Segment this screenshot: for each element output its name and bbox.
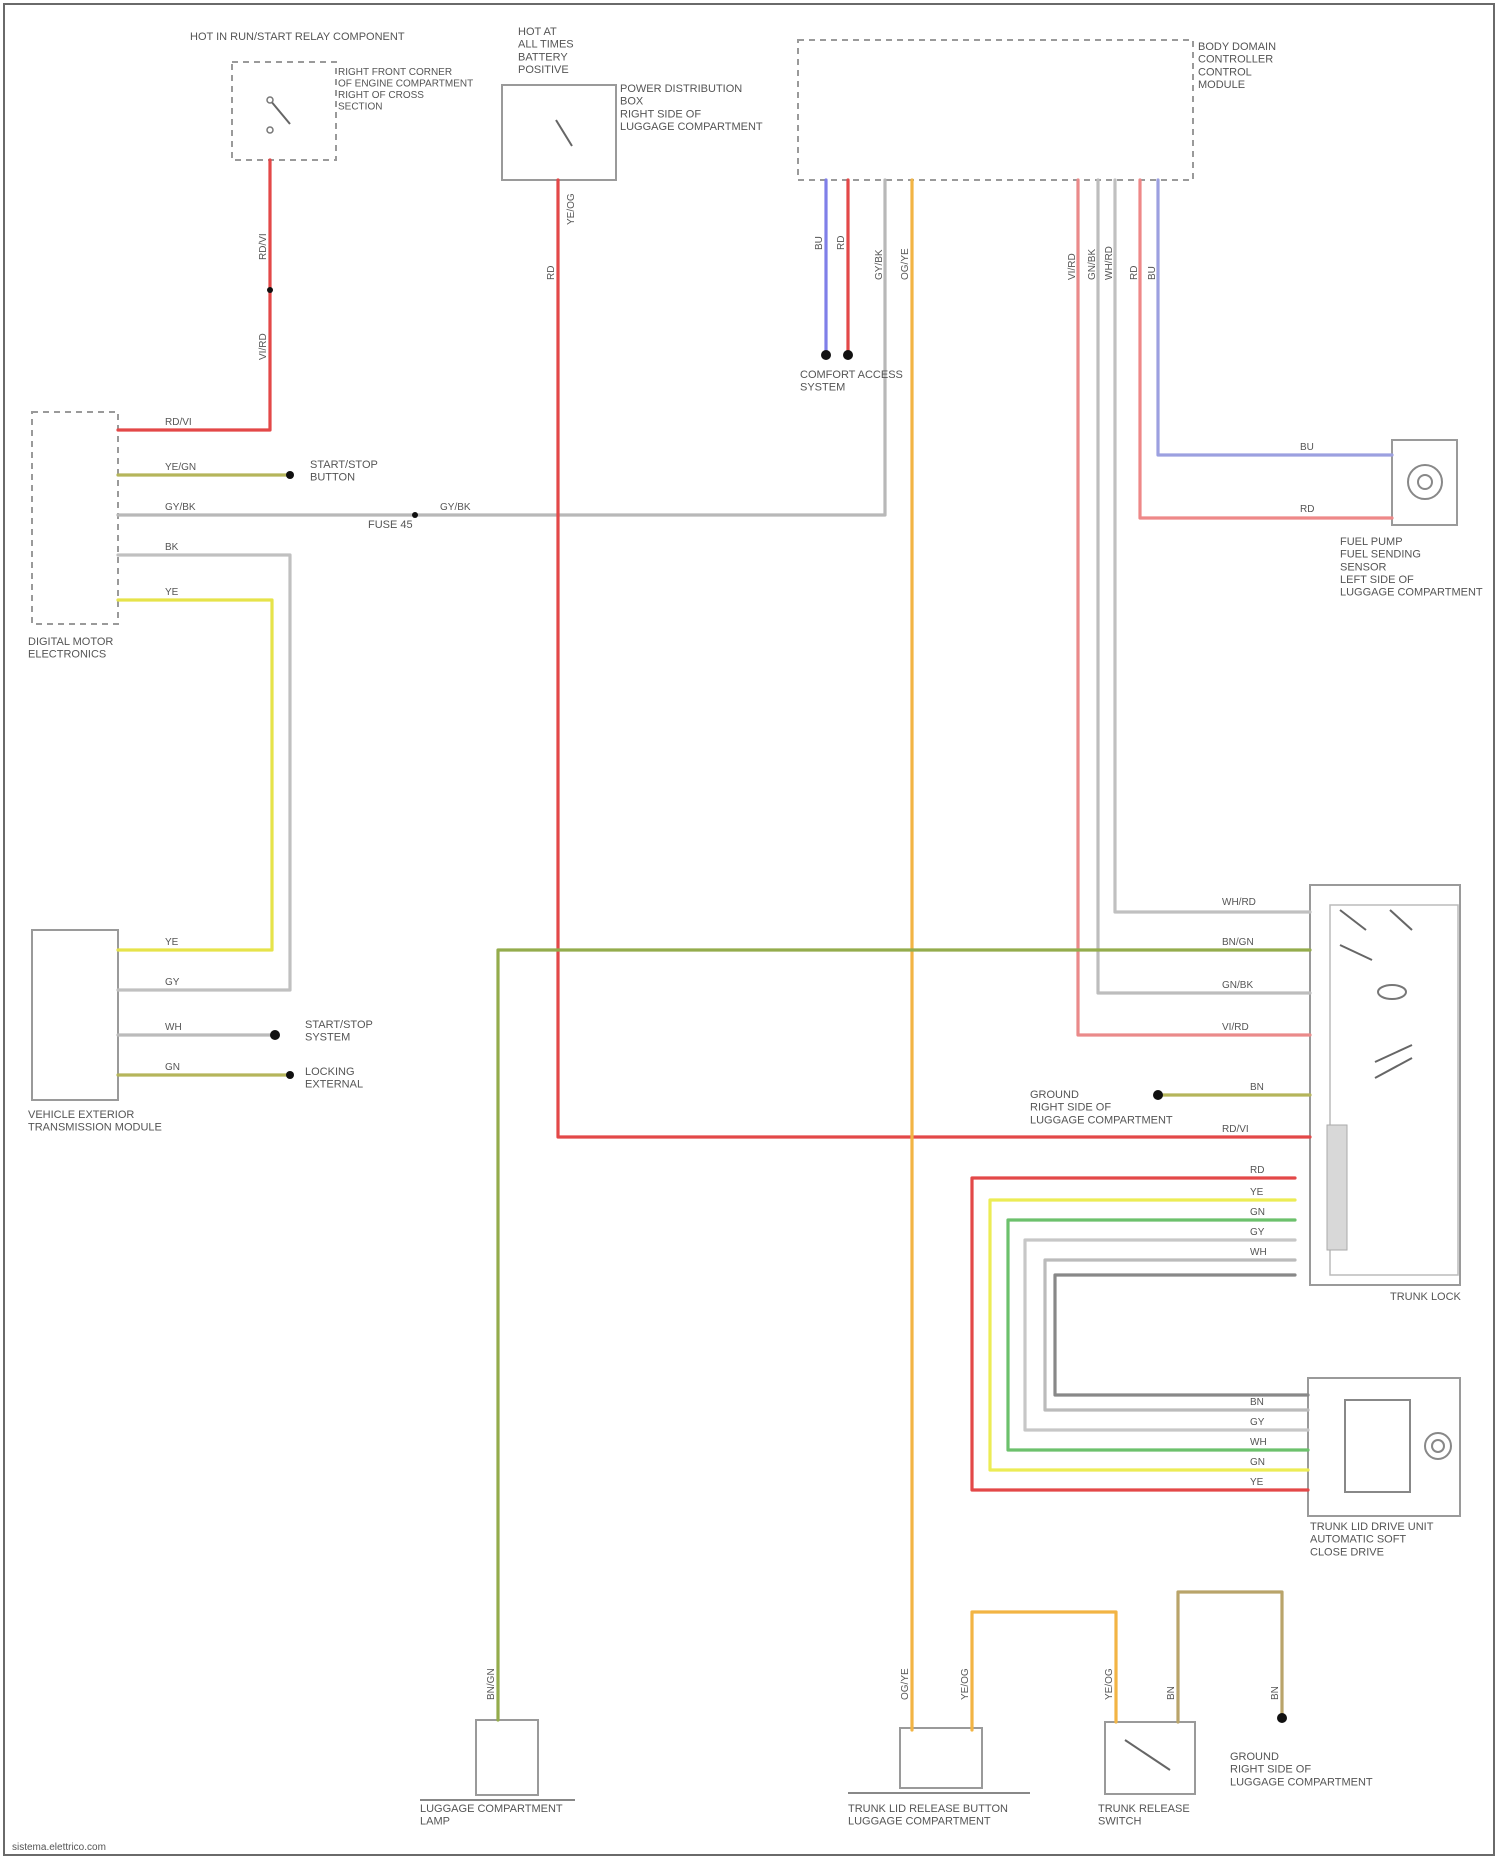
wire-label-gry-2: GY: [1250, 1227, 1265, 1238]
power-distribution-box: [502, 85, 616, 180]
wire-label-yel: YE: [165, 587, 179, 598]
vwire-label-blu: BU: [814, 236, 825, 250]
trunk-release-switch: [1105, 1722, 1195, 1794]
body-control-module: [798, 40, 1193, 180]
wire-label-yel-3: YE: [1250, 1187, 1264, 1198]
transmission-module: [32, 930, 118, 1100]
vwire-label-vio-red: VI/RD: [258, 333, 269, 360]
wire-label-red: RD: [1300, 504, 1314, 515]
wire-lock-drive-dark: [1055, 1275, 1308, 1395]
component-labels: HOT IN RUN/START RELAY COMPONENT RIGHT F…: [28, 26, 1483, 1828]
wire-switch-ground: [1178, 1592, 1282, 1722]
vwire-label-red-vio: RD/VI: [258, 233, 269, 260]
vwire-label-brn-grn: BN/GN: [486, 1668, 497, 1700]
hot-in-run-relay: [232, 62, 336, 160]
wire-label-wht-3: WH: [1250, 1437, 1267, 1448]
start-stop-label: START/STOPBUTTON: [310, 459, 378, 484]
vwire-label-vio-red-2: VI/RD: [1067, 253, 1078, 280]
vwire-label-brn-3: BN: [1270, 1686, 1281, 1700]
vwire-label-yel-org-3: YE/OG: [1104, 1668, 1115, 1700]
vwire-label-yel-org-2: YE/OG: [960, 1668, 971, 1700]
wire-label-grn-2: GN: [1250, 1207, 1265, 1218]
vwire-label-org-yel: OG/YE: [900, 248, 911, 280]
wire-label-grn-3: GN: [1250, 1457, 1265, 1468]
relay-title: HOT IN RUN/START RELAY COMPONENT: [190, 31, 405, 43]
vwire-label-gry-blk: GY/BK: [874, 249, 885, 280]
wire-bcm-lock-1: [1115, 180, 1310, 912]
wire-label-yel-grn: YE/GN: [165, 462, 196, 473]
wire-label-brn-2: BN: [1250, 1397, 1264, 1408]
wire-lock-drive-gray1: [1025, 1240, 1308, 1430]
vwire-label-wht-red: WH/RD: [1104, 246, 1115, 280]
vwire-label-blu-2: BU: [1147, 266, 1158, 280]
wire-label-gry-blk-2: GY/BK: [440, 502, 471, 513]
wire-label-wht: WH: [165, 1022, 182, 1033]
wire-dme-trans-yellow: [118, 600, 272, 950]
vwire-label-red: RD: [546, 266, 557, 280]
wire-lock-drive-gray2: [1045, 1260, 1308, 1410]
trunk-lock-label: TRUNK LOCK: [1390, 1291, 1462, 1303]
vertical-wire-labels: RD/VI VI/RD RD YE/OG BU RD GY/BK OG/YE V…: [258, 193, 1281, 1700]
wire-dme-bcm: [118, 180, 885, 515]
footer-watermark: sistema.elettrico.com: [12, 1842, 106, 1853]
vwire-label-yel-org: YE/OG: [566, 193, 577, 225]
dme-module: [32, 412, 118, 624]
trunk-release-button: [848, 1728, 1030, 1793]
wire-label-yel-4: YE: [1250, 1477, 1264, 1488]
vwire-label-red-3: RD: [1129, 266, 1140, 280]
wire-label-red-2: RD: [1250, 1165, 1264, 1176]
vwire-label-grn-blk: GN/BK: [1087, 249, 1098, 280]
wire-label-grn-blk: GN/BK: [1222, 980, 1253, 991]
wire-label-red-vio-2: RD/VI: [1222, 1124, 1249, 1135]
luggage-lamp: [420, 1720, 575, 1800]
fuel-pump: [1392, 440, 1457, 525]
wire-label-brn: BN: [1250, 1082, 1264, 1093]
wire-bcm-fuel-blue: [1158, 180, 1392, 455]
wire-relay-dme: [118, 160, 270, 430]
wire-label-vio-red: VI/RD: [1222, 1022, 1249, 1033]
vwire-label-org-yel-2: OG/YE: [900, 1668, 911, 1700]
wire-label-grn: GN: [165, 1062, 180, 1073]
vwire-label-red-2: RD: [836, 236, 847, 250]
wire-bcm-lock-3: [1098, 180, 1310, 993]
wire-label-blu: BU: [1300, 442, 1314, 453]
wire-label-yel-2: YE: [165, 937, 179, 948]
wire-label-group: RD/VI YE/GN GY/BK BK YE YE GY WH GN GY/B…: [165, 417, 1314, 1488]
trunk-lock: [1310, 885, 1460, 1285]
wire-label-gry: GY: [165, 977, 180, 988]
wire-label-wht-red: WH/RD: [1222, 897, 1256, 908]
wire-lamp-lock: [498, 950, 1310, 1720]
vwire-label-brn-2: BN: [1166, 1686, 1177, 1700]
wire-label-gry-blk: GY/BK: [165, 502, 196, 513]
wire-bcm-lock-4: [1078, 180, 1310, 1035]
wire-label-gry-3: GY: [1250, 1417, 1265, 1428]
wire-bcm-fuel-red: [1140, 180, 1392, 518]
wire-dme-trans-gray: [118, 555, 290, 990]
fuse-label: FUSE 45: [368, 519, 413, 531]
wire-label-blk: BK: [165, 542, 179, 553]
wire-label-wht-2: WH: [1250, 1247, 1267, 1258]
wire-label-red-vio: RD/VI: [165, 417, 192, 428]
wire-label-brn-grn: BN/GN: [1222, 937, 1254, 948]
wire-button-switch: [972, 1612, 1116, 1730]
trunk-lid-drive-unit: [1308, 1378, 1460, 1516]
